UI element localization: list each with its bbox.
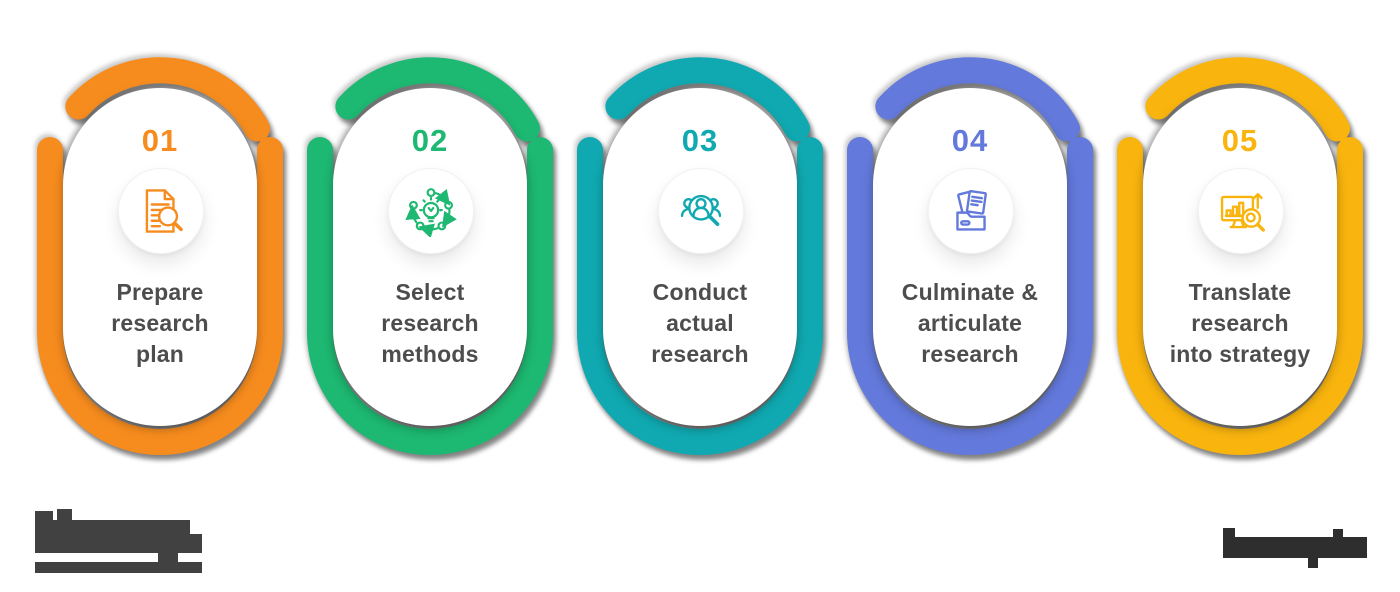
step-number: 03 [681,123,719,158]
step-icon-circle [388,168,474,254]
step-icon-circle [658,168,744,254]
redacted-block [1235,537,1367,558]
people-search-icon [680,194,722,227]
step-label: Translate research into strategy [1169,279,1311,367]
ring-u-band [37,137,283,455]
redacted-watermark [1223,528,1367,568]
step-icon-circle [1198,168,1284,254]
step-card [333,88,527,426]
redacted-block [57,509,72,520]
step-number: 05 [1221,123,1259,158]
step-label: Prepare research plan [111,279,209,367]
step-3: 03 Conduct actual research [575,50,825,460]
ring-top-arc [875,57,1081,142]
step-number: 04 [951,123,989,158]
step-card [1143,88,1337,426]
redacted-block [35,562,202,573]
ring-top-arc [605,57,811,142]
step-label: Conduct actual research [651,279,749,367]
step-ring [307,57,553,455]
steps-row: 01 Prepare research plan [35,50,1365,460]
step-1: 01 Prepare research plan [35,50,285,460]
step-number: 01 [141,123,179,158]
step-ring [847,57,1093,455]
ring-u-band [577,137,823,455]
document-search-icon [145,189,183,233]
step-ring [1117,57,1363,455]
step-card [603,88,797,426]
redacted-logo [35,509,237,574]
step-ring [577,57,823,455]
step-label: Select research methods [381,279,479,367]
step-number: 02 [411,123,449,158]
ring-top-arc [1145,57,1351,142]
ring-top-arc [65,57,271,142]
redacted-block [1333,529,1343,537]
ring-top-arc [335,57,541,142]
step-card [873,88,1067,426]
step-icon-circle [118,168,204,254]
step-5: 05 Transla [1115,50,1365,460]
analytics-search-icon [1220,193,1265,232]
redacted-block [1223,528,1235,558]
redacted-block [158,545,178,563]
redacted-block [1308,558,1318,568]
step-2: 02 [305,50,555,460]
step-ring [37,57,283,455]
step-card [63,88,257,426]
ring-u-band [307,137,553,455]
ring-u-band [1117,137,1363,455]
step-label: Culminate & articulate research [901,279,1039,367]
redacted-block [190,534,202,553]
ring-u-band [847,137,1093,455]
step-icon-circle [928,168,1014,254]
document-box-icon [956,189,987,231]
step-4: 04 Culminate & articulate research [845,50,1095,460]
iterative-process-icon [405,188,457,237]
